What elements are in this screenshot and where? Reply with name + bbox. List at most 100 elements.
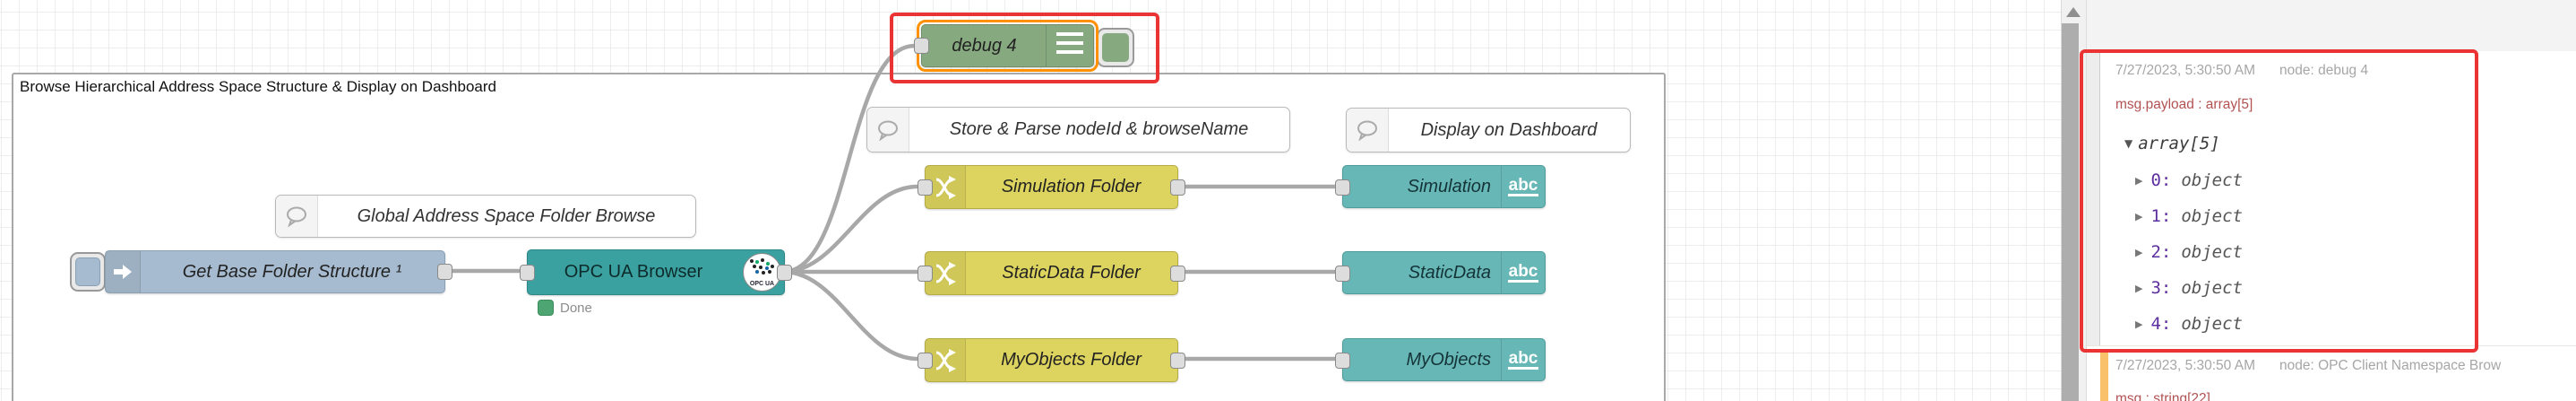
- debug-node-label: debug 4: [952, 35, 1017, 56]
- debug-message-left-strip: [2087, 51, 2100, 345]
- debug-message-property: msg : string[22]: [2115, 391, 2210, 401]
- switch-input-port[interactable]: [918, 353, 933, 369]
- comment-bubble-icon: [867, 108, 909, 152]
- opcua-browser-node[interactable]: OPC UA Browser OPC UA: [520, 249, 792, 295]
- tree-item-value: object: [2181, 206, 2243, 226]
- uitext-node-label: StaticData: [1408, 262, 1491, 283]
- debug-message[interactable]: 7/27/2023, 5:30:50 AM node: debug 4 msg.p…: [2087, 51, 2576, 345]
- comment-label: Store & Parse nodeId & browseName: [949, 119, 1249, 139]
- switch-node-label: StaticData Folder: [1002, 263, 1141, 283]
- expand-icon[interactable]: ▶: [2135, 175, 2143, 187]
- comment-node-display-dashboard[interactable]: Display on Dashboard: [1346, 108, 1631, 153]
- tree-item-value: object: [2181, 278, 2243, 298]
- debug-sidebar: 7/27/2023, 5:30:50 AM node: debug 4 msg.p…: [2086, 0, 2576, 401]
- tree-root-row[interactable]: ▼ array[5]: [2124, 134, 2220, 153]
- wire-opcua-myobjects[interactable]: [780, 269, 920, 362]
- debug-source-node: node: OPC Client Namespace Brow: [2279, 358, 2502, 373]
- annotation-box-debug-message: [2080, 49, 2478, 353]
- inject-node[interactable]: Get Base Folder Structure ¹: [105, 250, 452, 293]
- switch-input-port[interactable]: [918, 179, 933, 196]
- flow-canvas[interactable]: Browse Hierarchical Address Space Struct…: [0, 0, 2061, 401]
- debug-bars-icon: [1056, 32, 1083, 59]
- uitext-input-port[interactable]: [1335, 353, 1350, 369]
- opcua-output-port[interactable]: [777, 265, 792, 281]
- tree-item-row[interactable]: ▶ 0: object: [2135, 170, 2243, 190]
- wire-opcua-simulation[interactable]: [780, 184, 920, 275]
- comment-bubble-icon: [276, 196, 318, 237]
- debug-timestamp: 7/27/2023, 5:30:50 AM: [2115, 63, 2255, 78]
- tree-item-row[interactable]: ▶ 2: object: [2135, 242, 2243, 262]
- comment-label: Global Address Space Folder Browse: [357, 205, 656, 226]
- tree-item-key: 4:: [2150, 314, 2172, 334]
- switch-node-staticdata-folder[interactable]: StaticData Folder: [918, 251, 1185, 295]
- debug-message-meta: 7/27/2023, 5:30:50 AM node: OPC Client Na…: [2115, 358, 2501, 374]
- opcua-node-label: OPC UA Browser: [564, 262, 703, 282]
- uitext-node-simulation[interactable]: Simulation abc: [1335, 165, 1546, 208]
- debug-toggle-button[interactable]: [1097, 28, 1134, 67]
- tree-item-row[interactable]: ▶ 3: object: [2135, 278, 2243, 298]
- uitext-input-port[interactable]: [1335, 179, 1350, 196]
- debug-input-port[interactable]: [914, 38, 929, 54]
- switch-node-myobjects-folder[interactable]: MyObjects Folder: [918, 338, 1185, 382]
- tree-item-key: 0:: [2150, 170, 2172, 190]
- inject-output-port[interactable]: [437, 264, 452, 280]
- expand-icon[interactable]: ▶: [2135, 247, 2143, 258]
- scroll-up-icon[interactable]: [2066, 7, 2081, 17]
- debug-icon: [1046, 25, 1093, 66]
- uitext-node-staticdata[interactable]: StaticData abc: [1335, 251, 1546, 294]
- abc-icon: abc: [1501, 166, 1545, 207]
- scrollbar-thumb[interactable]: [2062, 23, 2079, 401]
- switch-node-simulation-folder[interactable]: Simulation Folder: [918, 165, 1185, 209]
- debug-sidebar-header: [2087, 0, 2576, 52]
- comment-node-store-parse[interactable]: Store & Parse nodeId & browseName: [866, 107, 1290, 153]
- debug-node[interactable]: debug 4: [914, 20, 1098, 72]
- status-dot-icon: [538, 300, 554, 316]
- expand-icon[interactable]: ▶: [2135, 318, 2143, 330]
- tree-item-value: object: [2181, 242, 2243, 262]
- switch-icon: [926, 252, 966, 294]
- opcua-status: Done: [538, 300, 592, 316]
- collapse-icon[interactable]: ▼: [2124, 137, 2133, 150]
- switch-input-port[interactable]: [918, 266, 933, 282]
- opcua-logo-dots: [750, 259, 754, 263]
- switch-output-port[interactable]: [1170, 179, 1185, 196]
- inject-trigger-inner: [75, 257, 100, 286]
- debug-toggle-inner: [1102, 33, 1129, 62]
- comment-node-global-browse[interactable]: Global Address Space Folder Browse: [275, 195, 696, 238]
- switch-output-port[interactable]: [1170, 266, 1185, 282]
- tree-root-label: array[5]: [2138, 134, 2220, 153]
- opcua-logo-text: OPC UA: [749, 281, 775, 287]
- debug-message-meta: 7/27/2023, 5:30:50 AM node: debug 4: [2115, 63, 2368, 79]
- comment-bubble-icon: [1347, 109, 1389, 152]
- debug-message[interactable]: 7/27/2023, 5:30:50 AM node: OPC Client Na…: [2087, 345, 2576, 401]
- inject-node-label: Get Base Folder Structure ¹: [182, 261, 402, 282]
- inject-trigger-button[interactable]: [70, 252, 106, 292]
- uitext-input-port[interactable]: [1335, 266, 1350, 282]
- uitext-node-label: MyObjects: [1406, 349, 1491, 370]
- switch-node-label: Simulation Folder: [1001, 177, 1142, 196]
- annotation-box-debug-node: [890, 13, 1159, 83]
- tree-item-key: 1:: [2150, 206, 2172, 226]
- status-text: Done: [560, 300, 592, 316]
- uitext-node-label: Simulation: [1407, 176, 1491, 196]
- abc-icon: abc: [1501, 252, 1545, 293]
- switch-icon: [926, 166, 966, 208]
- opcua-input-port[interactable]: [520, 265, 535, 281]
- switch-node-label: MyObjects Folder: [1001, 350, 1142, 370]
- debug-source-node: node: debug 4: [2279, 63, 2369, 78]
- tree-item-value: object: [2181, 170, 2243, 190]
- group-label: Browse Hierarchical Address Space Struct…: [20, 78, 496, 95]
- expand-icon[interactable]: ▶: [2135, 211, 2143, 222]
- switch-output-port[interactable]: [1170, 353, 1185, 369]
- expand-icon[interactable]: ▶: [2135, 283, 2143, 294]
- debug-message-property: msg.payload : array[5]: [2115, 97, 2253, 112]
- tree-item-key: 3:: [2150, 278, 2172, 298]
- comment-label: Display on Dashboard: [1420, 119, 1598, 140]
- tree-item-key: 2:: [2150, 242, 2172, 262]
- debug-timestamp: 7/27/2023, 5:30:50 AM: [2115, 358, 2255, 373]
- tree-item-row[interactable]: ▶4:object: [2135, 314, 2243, 334]
- uitext-node-myobjects[interactable]: MyObjects abc: [1335, 338, 1546, 381]
- opcua-logo-icon: OPC UA: [743, 253, 781, 292]
- inject-icon: [106, 251, 141, 292]
- tree-item-row[interactable]: ▶ 1: object: [2135, 206, 2243, 226]
